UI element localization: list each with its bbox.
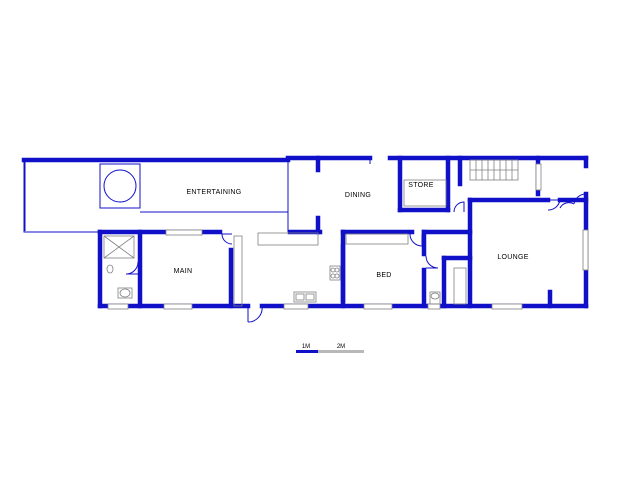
room-label-lounge: LOUNGE xyxy=(497,254,528,261)
wardrobe xyxy=(345,233,409,245)
door-front xyxy=(247,305,263,323)
shower-icon xyxy=(103,235,135,259)
kitchen-sink-icon xyxy=(293,291,317,303)
store-shelf xyxy=(403,179,447,207)
room-label-store: STORE xyxy=(408,182,434,189)
window-stair xyxy=(535,163,542,191)
fixtures xyxy=(103,159,519,307)
door-bath xyxy=(425,255,439,269)
scale-bar: 1M 2M xyxy=(296,344,364,353)
entertaining-area xyxy=(21,157,291,233)
door-ensuite xyxy=(125,261,139,275)
spa-tub-icon xyxy=(103,169,137,203)
basin-icon xyxy=(106,264,114,274)
room-label-entertaining: ENTERTAINING xyxy=(186,189,241,196)
door-lounge-side xyxy=(573,193,587,205)
door-store-passage xyxy=(453,201,465,213)
window-main-bottom xyxy=(163,303,193,310)
door-main xyxy=(221,233,233,245)
stove-icon xyxy=(329,265,341,281)
bath-tub xyxy=(453,267,467,305)
toilet-icon xyxy=(117,287,133,299)
room-label-main: MAIN xyxy=(174,268,193,275)
window-kitchen xyxy=(283,303,309,310)
doors xyxy=(125,158,587,323)
room-labels: ENTERTAINING DINING STORE MAIN BED LOUNG… xyxy=(174,182,529,279)
interior-walls xyxy=(97,155,589,309)
staircase-icon xyxy=(469,159,519,181)
room-label-dining: DINING xyxy=(345,192,371,199)
scale-bar-segment-1 xyxy=(296,350,318,353)
scale-bar-segment-2 xyxy=(318,350,364,353)
window-main-top xyxy=(165,229,203,236)
spa-outline xyxy=(99,163,141,209)
door-lounge xyxy=(547,199,561,211)
window-ensuite xyxy=(107,303,129,310)
scale-label-1m: 1M xyxy=(302,344,310,350)
window-bed xyxy=(363,303,393,310)
scale-label-2m: 2M xyxy=(337,344,345,350)
window-bath xyxy=(427,303,441,310)
window-lounge xyxy=(491,303,523,310)
kitchen-counter-top xyxy=(257,232,319,246)
door-bed xyxy=(409,233,423,247)
room-label-bed: BED xyxy=(376,272,391,279)
windows xyxy=(107,163,589,310)
window-lounge-side xyxy=(582,229,589,271)
toilet-bath-icon xyxy=(429,291,441,305)
